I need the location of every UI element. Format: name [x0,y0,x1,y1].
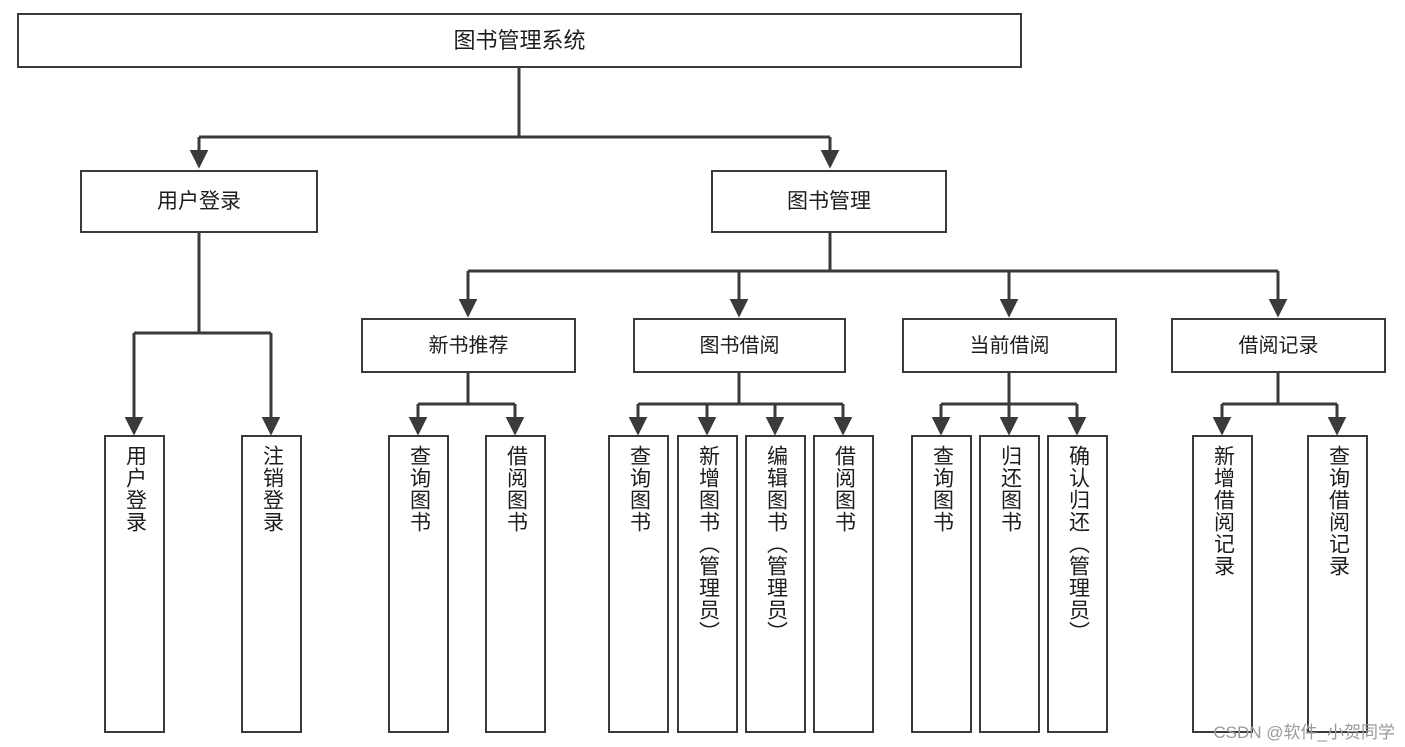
node-leaf-query-book-1[interactable]: 查询图书 [388,435,449,733]
node-leaf-borrow-book-2-label: 借阅图书 [832,445,856,533]
node-leaf-add-book[interactable]: 新增图书（管理员） [677,435,738,733]
node-current-borrow[interactable]: 当前借阅 [902,318,1117,373]
node-root-label: 图书管理系统 [453,27,586,53]
node-new-book-rec[interactable]: 新书推荐 [361,318,576,373]
node-leaf-edit-book-label: 编辑图书（管理员） [764,445,788,643]
node-leaf-query-book-2[interactable]: 查询图书 [608,435,669,733]
node-leaf-query-book-3-label: 查询图书 [930,445,954,533]
node-leaf-return-book[interactable]: 归还图书 [979,435,1040,733]
node-leaf-query-book-3[interactable]: 查询图书 [911,435,972,733]
node-book-borrow-label: 图书借阅 [699,334,780,357]
node-leaf-borrow-book-2[interactable]: 借阅图书 [813,435,874,733]
node-borrow-record[interactable]: 借阅记录 [1171,318,1386,373]
node-borrow-record-label: 借阅记录 [1238,334,1319,357]
node-root[interactable]: 图书管理系统 [17,13,1022,68]
node-leaf-query-book-2-label: 查询图书 [627,445,651,533]
node-user-login[interactable]: 用户登录 [80,170,318,233]
node-leaf-edit-book[interactable]: 编辑图书（管理员） [745,435,806,733]
node-leaf-query-record[interactable]: 查询借阅记录 [1307,435,1368,733]
node-leaf-logout[interactable]: 注销登录 [241,435,302,733]
node-leaf-borrow-book-1-label: 借阅图书 [504,445,528,533]
node-leaf-add-book-label: 新增图书（管理员） [696,445,720,643]
node-leaf-user-login-label: 用户登录 [123,445,147,533]
node-leaf-query-record-label: 查询借阅记录 [1326,445,1350,577]
node-leaf-add-record-label: 新增借阅记录 [1211,445,1235,577]
node-book-manage[interactable]: 图书管理 [711,170,947,233]
node-book-manage-label: 图书管理 [787,190,871,213]
node-leaf-query-book-1-label: 查询图书 [407,445,431,533]
node-new-book-rec-label: 新书推荐 [428,334,509,357]
node-leaf-confirm-return[interactable]: 确认归还（管理员） [1047,435,1108,733]
node-current-borrow-label: 当前借阅 [969,334,1050,357]
node-leaf-borrow-book-1[interactable]: 借阅图书 [485,435,546,733]
node-user-login-label: 用户登录 [157,190,241,213]
node-leaf-return-book-label: 归还图书 [998,445,1022,533]
node-leaf-user-login[interactable]: 用户登录 [104,435,165,733]
node-leaf-confirm-return-label: 确认归还（管理员） [1066,445,1090,643]
node-leaf-add-record[interactable]: 新增借阅记录 [1192,435,1253,733]
node-leaf-logout-label: 注销登录 [260,445,284,533]
node-book-borrow[interactable]: 图书借阅 [633,318,846,373]
